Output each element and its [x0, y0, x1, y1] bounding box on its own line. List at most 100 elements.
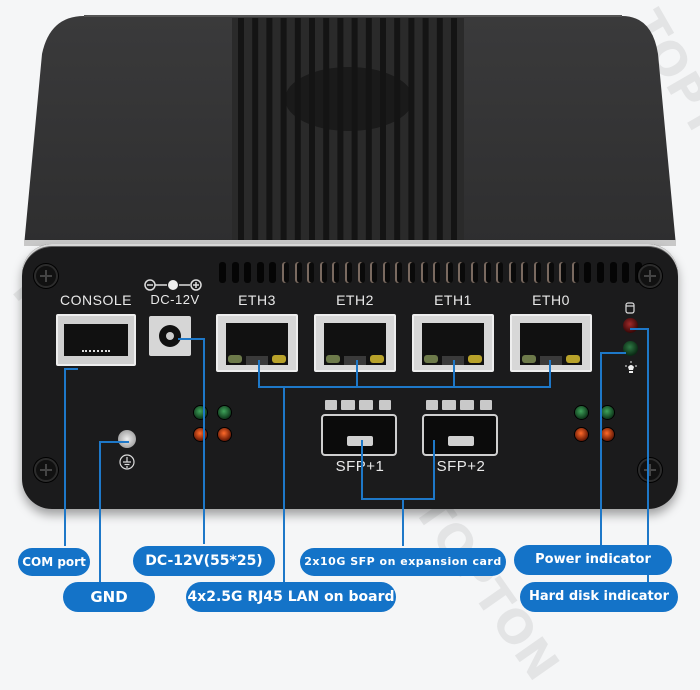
vent-slot — [244, 262, 252, 283]
heatsink-fin — [380, 18, 386, 240]
eth-label-eth1: ETH1 — [434, 292, 472, 308]
eth-label-eth2: ETH2 — [336, 292, 374, 308]
vent-slot — [269, 262, 277, 283]
callout-sfp: 2x10G SFP on expansion card — [300, 548, 506, 576]
status-led — [601, 428, 614, 441]
vent-slot — [357, 262, 365, 283]
vent-slot — [521, 262, 529, 283]
callout-line — [356, 360, 358, 387]
callout-line — [283, 386, 285, 582]
callout-gnd: GND — [63, 582, 155, 612]
vent-slot — [433, 262, 441, 283]
console-port[interactable] — [56, 314, 136, 366]
dc-polarity-icon — [144, 279, 202, 291]
heatsink-fin — [422, 18, 429, 240]
vent-slot — [496, 262, 504, 283]
eth-port-eth3[interactable] — [216, 314, 298, 372]
vent-slot — [408, 262, 415, 283]
vent-slot — [332, 262, 340, 283]
callout-power-indicator: Power indicator — [514, 545, 672, 575]
dc-jack[interactable] — [149, 316, 191, 356]
vent-slot — [597, 262, 604, 283]
vent-slot — [420, 262, 428, 283]
callout-line — [64, 368, 66, 546]
eth-port-eth0[interactable] — [510, 314, 592, 372]
vent-slot — [534, 262, 541, 283]
vent-slot — [609, 262, 617, 283]
sfp-port-1[interactable] — [321, 400, 397, 456]
screw-icon — [638, 458, 662, 482]
callout-line — [99, 441, 101, 583]
vent-slot — [546, 262, 554, 283]
vent-slot — [256, 262, 264, 283]
heatsink-fin — [266, 18, 273, 240]
heatsink-fin — [309, 18, 315, 240]
callout-line — [203, 338, 205, 544]
callout-line — [647, 328, 649, 582]
vent-slot — [458, 262, 466, 283]
ground-symbol-icon — [119, 454, 135, 470]
callout-com-port: COM port — [18, 548, 90, 576]
callout-line — [600, 352, 626, 354]
vent-slot — [231, 262, 239, 283]
vent-slot — [483, 262, 491, 283]
vent-slot — [559, 262, 567, 283]
callout-lan: 4x2.5G RJ45 LAN on board — [186, 582, 396, 612]
callout-line — [64, 368, 78, 370]
callout-line — [361, 498, 435, 500]
sfp-label-1: SFP+1 — [335, 458, 385, 475]
heatsink-fin — [238, 18, 244, 240]
vent-slot — [584, 262, 592, 283]
vent-slot — [319, 262, 327, 283]
heatsink-fin — [408, 18, 415, 240]
status-led — [194, 406, 207, 419]
enclosure-top — [24, 15, 676, 246]
status-led — [575, 428, 588, 441]
heatsink-fin — [323, 18, 330, 240]
ground-screw-icon — [118, 430, 136, 448]
heatsink-fin — [365, 18, 372, 240]
callout-line — [600, 352, 602, 546]
vent-slot — [571, 262, 579, 283]
screw-icon — [34, 458, 58, 482]
vent-slot — [508, 262, 516, 283]
heatsink-fin — [451, 18, 457, 240]
heatsink-fin — [394, 18, 401, 240]
heatsink-fin — [252, 18, 259, 240]
status-led — [194, 428, 207, 441]
heatsink-fins — [232, 18, 464, 242]
vent-slot — [282, 262, 289, 283]
vent-slot — [307, 262, 315, 283]
vent-slot — [294, 262, 302, 283]
sfp-label-2: SFP+2 — [436, 458, 486, 475]
callout-line — [630, 328, 648, 330]
vent-slot — [345, 262, 352, 283]
heatsink-fin — [294, 18, 301, 240]
eth-label-eth3: ETH3 — [238, 292, 276, 308]
vent-slot — [219, 262, 226, 283]
callout-line — [258, 386, 551, 388]
console-label: CONSOLE — [60, 292, 132, 308]
eth-port-eth2[interactable] — [314, 314, 396, 372]
vent-slot — [395, 262, 403, 283]
callout-line — [258, 360, 260, 387]
power-led — [623, 341, 638, 356]
vent-slot — [370, 262, 378, 283]
power-light-icon — [625, 361, 637, 373]
callout-line — [178, 338, 204, 340]
eth-label-eth0: ETH0 — [532, 292, 570, 308]
callout-line — [549, 360, 551, 387]
hdd-led — [623, 318, 638, 333]
status-led — [218, 428, 231, 441]
callout-line — [433, 440, 435, 500]
status-led — [575, 406, 588, 419]
screw-icon — [34, 264, 58, 288]
vent-slot — [622, 262, 630, 283]
callout-dc: DC-12V(55*25) — [133, 546, 275, 576]
callout-line — [402, 498, 404, 546]
heatsink-fin — [280, 18, 287, 240]
vent-slot — [445, 262, 453, 283]
status-led — [601, 406, 614, 419]
vent-slot — [471, 262, 478, 283]
